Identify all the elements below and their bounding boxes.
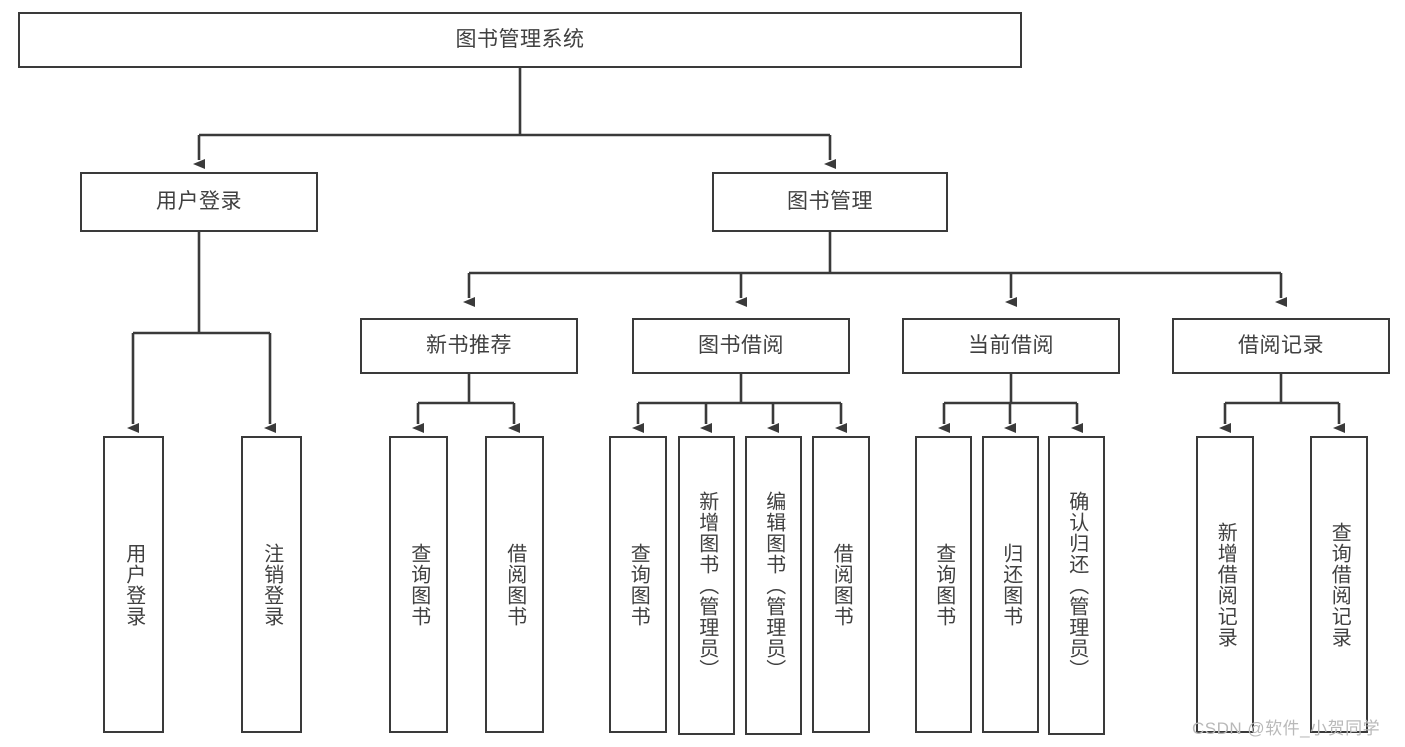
- node-label: 借阅图书: [830, 542, 853, 627]
- leaf-user-login[interactable]: 用户登录: [103, 436, 164, 733]
- node-label: 用户登录: [156, 190, 242, 214]
- node-borrow-record[interactable]: 借阅记录: [1172, 318, 1390, 374]
- csdn-watermark: CSDN @软件_小贺同学: [1192, 719, 1381, 738]
- leaf-add-book-admin[interactable]: 新增图书（管理员）: [678, 436, 735, 735]
- leaf-new-book-borrow[interactable]: 借阅图书: [485, 436, 544, 733]
- node-label: 编辑图书（管理员）: [762, 491, 785, 680]
- leaf-edit-book-admin[interactable]: 编辑图书（管理员）: [745, 436, 802, 735]
- node-label: 归还图书: [999, 542, 1022, 627]
- node-book-management-system[interactable]: 图书管理系统: [18, 12, 1022, 68]
- leaf-return-book[interactable]: 归还图书: [982, 436, 1039, 733]
- node-book-management[interactable]: 图书管理: [712, 172, 948, 232]
- node-label: 查询图书: [407, 542, 430, 627]
- node-new-book-recommend[interactable]: 新书推荐: [360, 318, 578, 374]
- node-label: 注销登录: [260, 542, 283, 627]
- leaf-query-borrow-record[interactable]: 查询借阅记录: [1310, 436, 1368, 733]
- node-book-borrow[interactable]: 图书借阅: [632, 318, 850, 374]
- node-label: 图书借阅: [698, 334, 784, 358]
- leaf-add-borrow-record[interactable]: 新增借阅记录: [1196, 436, 1254, 733]
- node-label: 查询借阅记录: [1328, 521, 1351, 648]
- leaf-current-query-book[interactable]: 查询图书: [915, 436, 972, 733]
- node-label: 查询图书: [932, 542, 955, 627]
- node-label: 查询图书: [627, 542, 650, 627]
- node-label: 用户登录: [122, 542, 145, 627]
- leaf-logout[interactable]: 注销登录: [241, 436, 302, 733]
- leaf-borrow-query-book[interactable]: 查询图书: [609, 436, 667, 733]
- node-label: 当前借阅: [968, 334, 1054, 358]
- leaf-new-book-query[interactable]: 查询图书: [389, 436, 448, 733]
- node-current-borrow[interactable]: 当前借阅: [902, 318, 1120, 374]
- node-label: 图书管理: [787, 190, 873, 214]
- node-label: 新书推荐: [426, 334, 512, 358]
- node-label: 借阅记录: [1238, 334, 1324, 358]
- leaf-borrow-book[interactable]: 借阅图书: [812, 436, 870, 733]
- node-label: 借阅图书: [503, 542, 526, 627]
- node-user-login[interactable]: 用户登录: [80, 172, 318, 232]
- node-label: 新增借阅记录: [1214, 521, 1237, 648]
- node-label: 确认归还（管理员）: [1065, 491, 1088, 680]
- node-label: 图书管理系统: [455, 28, 585, 52]
- node-label: 新增图书（管理员）: [695, 491, 718, 680]
- leaf-confirm-return-admin[interactable]: 确认归还（管理员）: [1048, 436, 1105, 735]
